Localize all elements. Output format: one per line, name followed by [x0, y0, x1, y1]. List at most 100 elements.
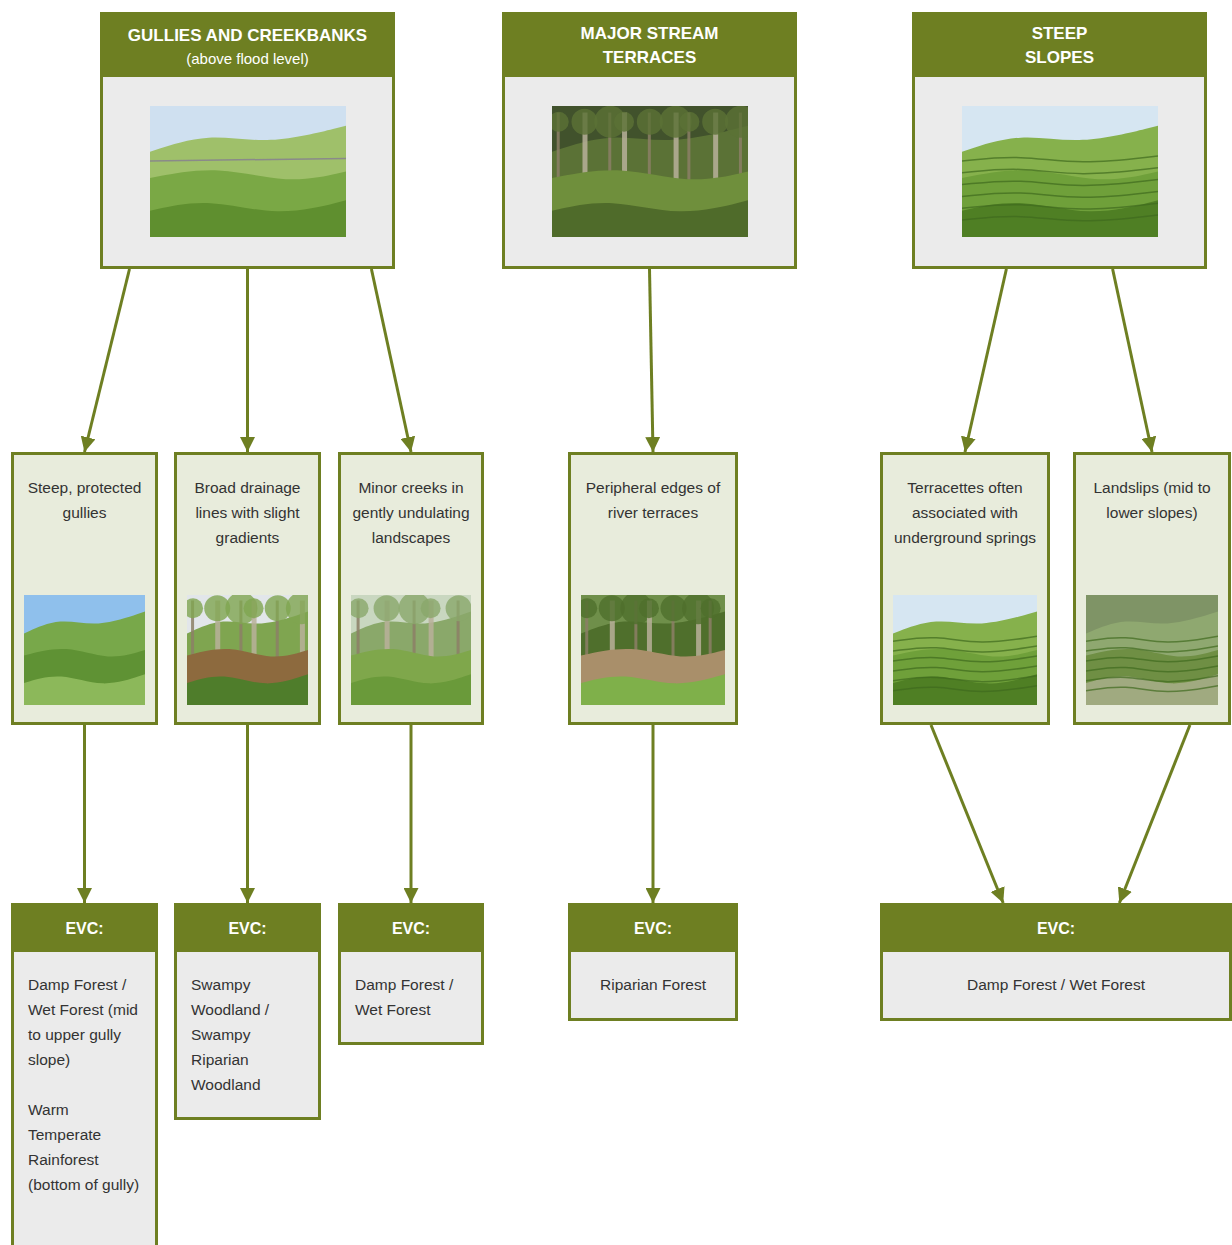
photo-canopy	[286, 595, 308, 624]
text-area: Steep, protected gullies	[14, 455, 155, 595]
evc-body: Damp Forest / Wet Forest	[883, 952, 1229, 1018]
photo-illustration	[1086, 595, 1218, 705]
text-area: Peripheral edges of river terraces	[571, 455, 735, 595]
evc-heading: EVC:	[228, 918, 266, 940]
photo-terracette	[962, 168, 1158, 174]
photo-terracette	[962, 203, 1158, 209]
site-box: Minor creeks in gently undulating landsc…	[338, 452, 484, 725]
photo-illustration	[552, 106, 748, 237]
photo-hill	[581, 612, 725, 706]
site-description: Peripheral edges of river terraces	[578, 475, 728, 525]
flow-arrow	[1113, 269, 1152, 452]
evc-heading: EVC:	[392, 918, 430, 940]
photo-terracette	[962, 156, 1158, 162]
photo-terracette	[1086, 666, 1218, 672]
evc-name: Swampy Woodland / Swampy Riparian Woodla…	[191, 972, 304, 1097]
evc-body: Riparian Forest	[571, 952, 735, 1018]
flow-arrow	[246, 269, 249, 452]
photo-hill	[581, 649, 725, 705]
text-area: Terracettes often associated with underg…	[883, 455, 1047, 595]
landform-heading: STEEP SLOPES	[1012, 22, 1107, 70]
photo-canopy	[724, 106, 747, 138]
photo-hill	[893, 649, 1037, 705]
photo-ground	[581, 674, 725, 705]
photo-hill	[1086, 649, 1218, 705]
photo-canopy	[552, 112, 569, 132]
photo-canopy	[614, 112, 634, 132]
photo-frame	[571, 595, 735, 722]
flow-arrow	[83, 725, 86, 903]
photo-canopy	[187, 598, 203, 618]
photo-canopy	[244, 598, 264, 618]
photo-canopy	[351, 598, 369, 618]
photo-terracette	[893, 656, 1037, 662]
flow-arrow	[371, 269, 411, 452]
site-description: Terracettes often associated with underg…	[890, 475, 1040, 550]
photo-canopy	[581, 598, 597, 618]
evc-body: Damp Forest / Wet Forest	[341, 952, 481, 1042]
photo-terracette	[893, 686, 1037, 692]
evc-box: EVC: Damp Forest / Wet Forest (mid to upp…	[11, 903, 158, 1245]
photo-terracette	[1086, 656, 1218, 662]
photo-hill	[24, 649, 145, 705]
photo-canopy	[571, 109, 597, 135]
photo-fence	[150, 158, 346, 161]
evc-name: Damp Forest / Wet Forest	[897, 972, 1215, 997]
photo-ground	[893, 674, 1037, 705]
evc-box: EVC: Riparian Forest	[568, 903, 738, 1021]
photo-hill	[187, 649, 308, 705]
site-box: Steep, protected gullies	[11, 452, 158, 725]
photo-hill	[962, 126, 1158, 237]
flow-arrow	[931, 725, 1003, 903]
evc-heading: EVC:	[65, 918, 103, 940]
photo-terracette	[962, 215, 1158, 221]
photo-terracette	[1086, 686, 1218, 692]
photo-hill	[552, 170, 748, 237]
photo-hill	[150, 126, 346, 237]
photo-ground	[962, 200, 1158, 237]
photo-canopy	[679, 112, 699, 132]
site-box: Terracettes often associated with underg…	[880, 452, 1050, 725]
photo-canopy	[701, 598, 721, 618]
photo-illustration	[893, 595, 1037, 705]
photo-terracette	[893, 666, 1037, 672]
photo-illustration	[351, 595, 471, 705]
photo-sky	[581, 595, 725, 705]
evc-heading: EVC:	[634, 918, 672, 940]
photo-ground	[552, 200, 748, 237]
photo-frame	[883, 595, 1047, 722]
photo-terracette	[893, 646, 1037, 652]
photo-frame	[177, 595, 318, 722]
landform-box: GULLIES AND CREEKBANKS(above flood level…	[100, 12, 395, 269]
photo-illustration	[581, 595, 725, 705]
photo-frame	[505, 77, 794, 266]
photo-ground	[150, 200, 346, 237]
evc-name: Warm Temperate Rainforest (bottom of gul…	[28, 1097, 141, 1197]
photo-terracette	[893, 676, 1037, 682]
site-description: Minor creeks in gently undulating landsc…	[348, 475, 474, 550]
photo-ground	[1086, 674, 1218, 705]
landform-heading: GULLIES AND CREEKBANKS	[128, 24, 367, 48]
photo-illustration	[150, 106, 346, 237]
photo-illustration	[962, 106, 1158, 237]
header-band: EVC:	[341, 906, 481, 952]
landform-note: (above flood level)	[186, 48, 309, 69]
photo-frame	[341, 595, 481, 722]
photo-canopy	[446, 595, 471, 621]
header-band: EVC:	[177, 906, 318, 952]
photo-sky	[1086, 595, 1218, 705]
photo-terracette	[962, 180, 1158, 186]
evc-body: Damp Forest / Wet Forest (mid to upper g…	[14, 952, 155, 1245]
photo-hill	[150, 170, 346, 237]
evc-box: EVC: Swampy Woodland / Swampy Riparian Wo…	[174, 903, 321, 1120]
photo-hill	[187, 612, 308, 706]
site-box: Peripheral edges of river terraces	[568, 452, 738, 725]
site-box: Landslips (mid to lower slopes)	[1073, 452, 1231, 725]
text-area: Minor creeks in gently undulating landsc…	[341, 455, 481, 595]
header-band: MAJOR STREAM TERRACES	[505, 15, 794, 77]
photo-canopy	[702, 109, 728, 135]
evc-name: Damp Forest / Wet Forest	[355, 972, 467, 1022]
landform-box: STEEP SLOPES	[912, 12, 1207, 269]
photo-canopy	[374, 595, 400, 621]
